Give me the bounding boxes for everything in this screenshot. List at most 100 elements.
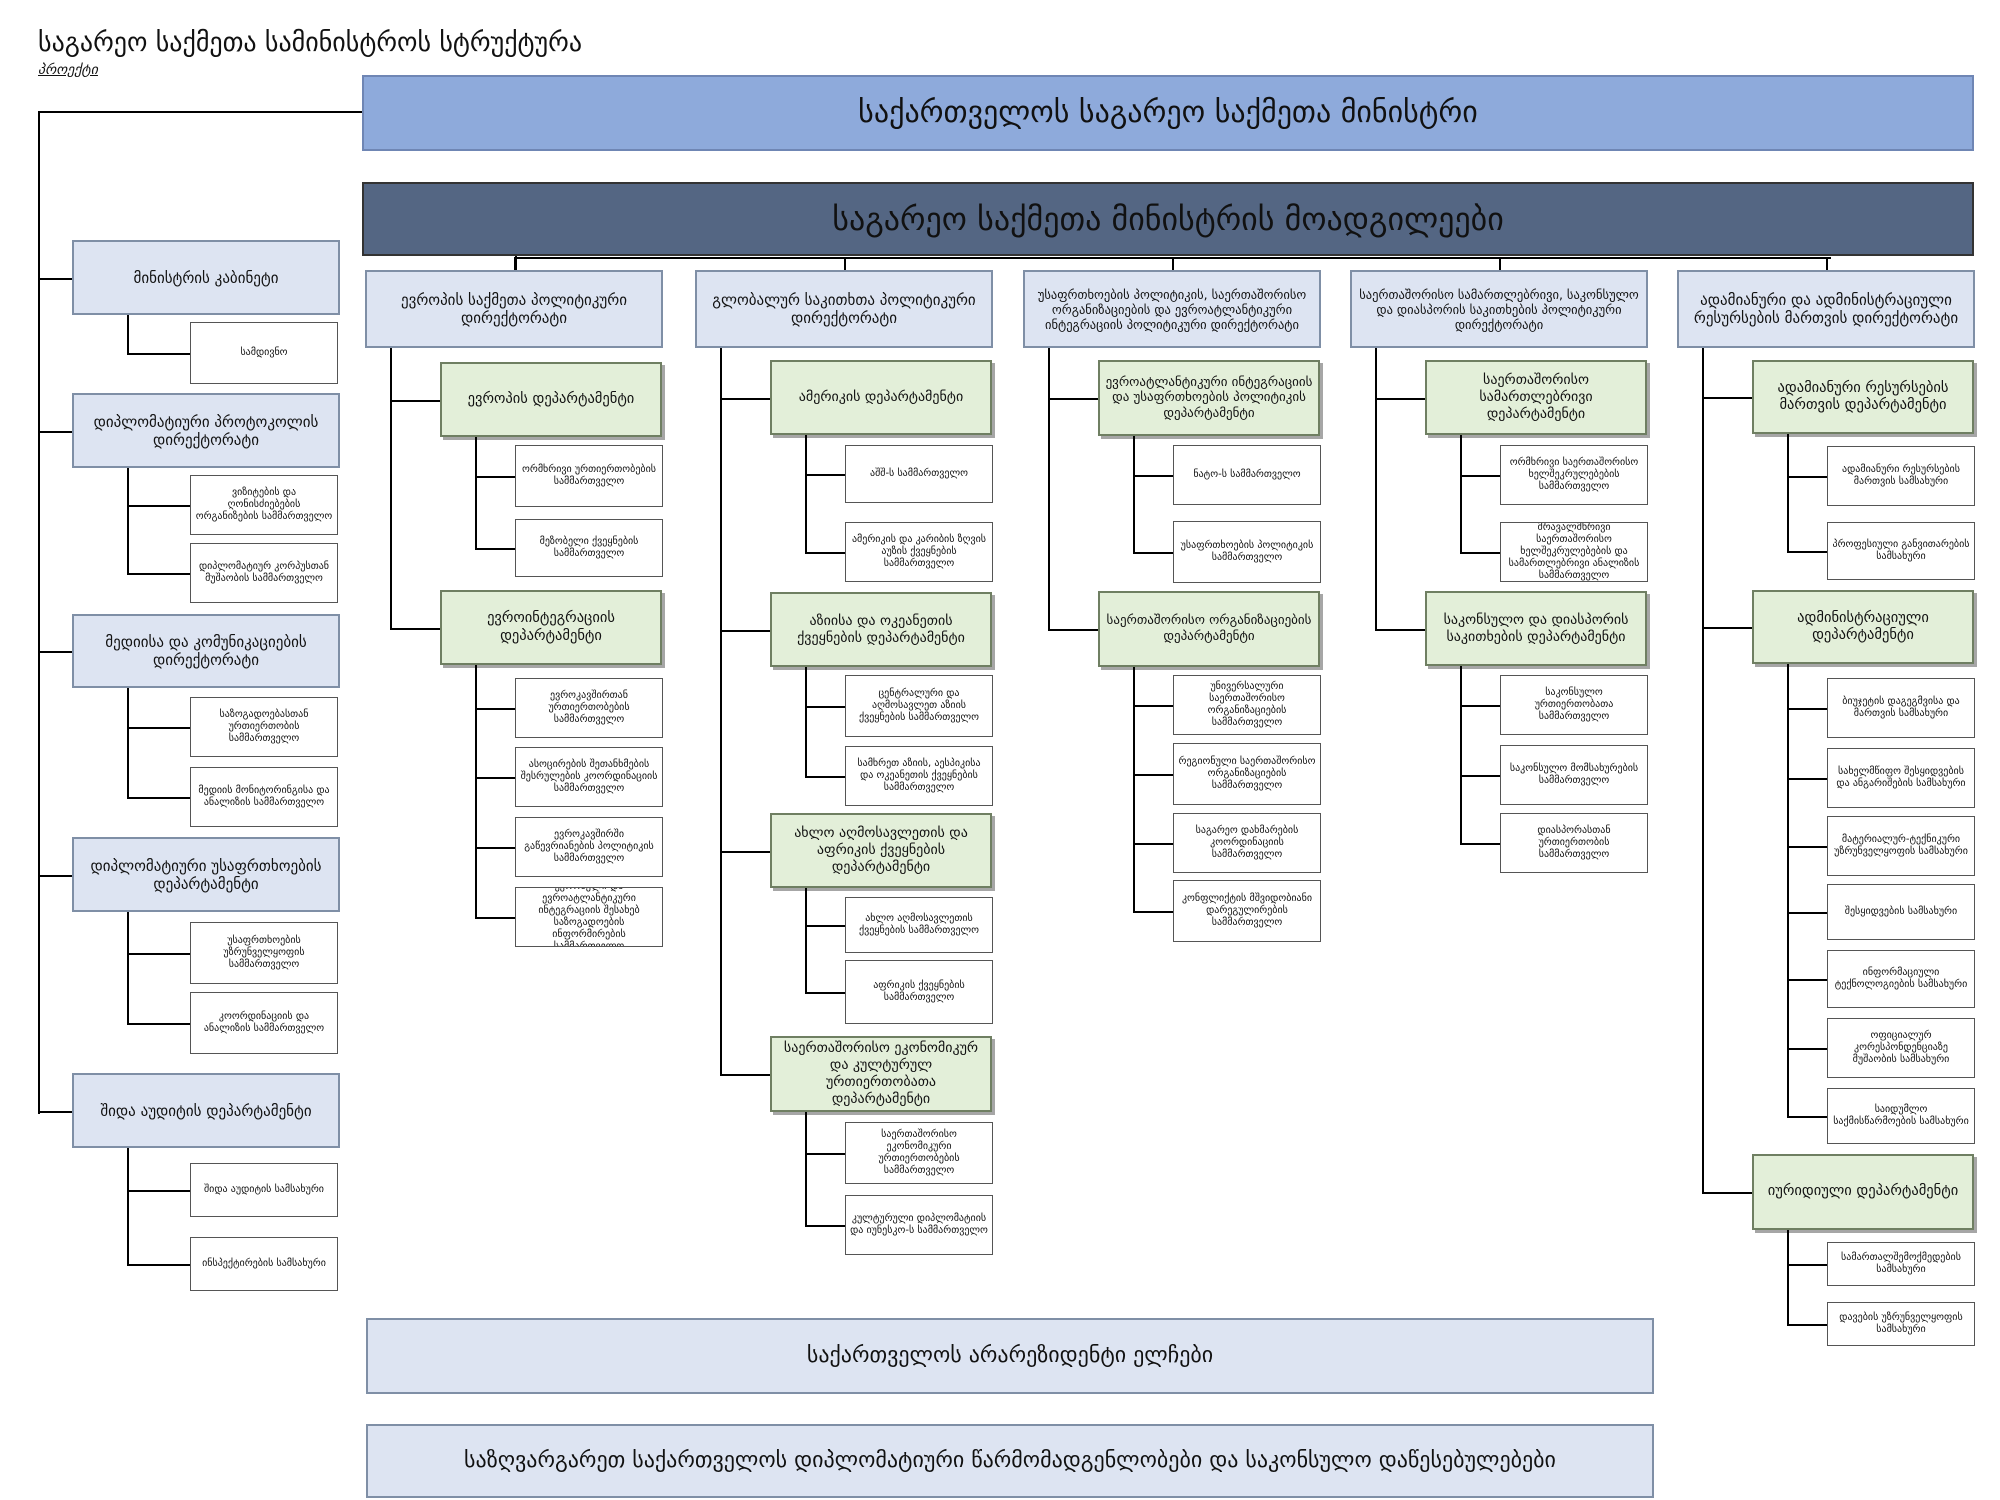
connector-line — [38, 111, 40, 1114]
page-subtitle: პროექტი — [38, 62, 98, 78]
connector-line — [1460, 843, 1500, 845]
connector-line — [390, 627, 440, 630]
connector-line — [1048, 398, 1098, 400]
connector-line — [475, 917, 515, 919]
sub-unit-box: ოფიციალურ კორესპონდენციაზე მუშაობის სამს… — [1827, 1018, 1975, 1078]
connector-line — [1787, 434, 1789, 551]
connector-line — [1172, 257, 1174, 271]
connector-line — [1460, 666, 1462, 843]
sub-unit-box: სამართალშემოქმედების სამსახური — [1827, 1242, 1975, 1286]
connector-line — [38, 430, 72, 433]
diplomatic-missions-box: საზღვარგარეთ საქართველოს დიპლომატიური წა… — [366, 1424, 1654, 1498]
connector-line — [127, 953, 190, 955]
connector-line — [475, 708, 515, 710]
department-box: საკონსულო და დიასპორის საკითხების დეპარტ… — [1425, 591, 1647, 666]
left-protocol-box: დიპლომატიური პროტოკოლის დირექტორატი — [72, 393, 340, 468]
sub-unit-box: მრავალმხრივი საერთაშორისო ხელშეკრულებები… — [1500, 522, 1648, 582]
directorate-box-4: საერთაშორისო სამართლებრივი, საკონსულო და… — [1350, 270, 1648, 348]
connector-line — [1133, 774, 1173, 776]
connector-line — [720, 348, 722, 1074]
connector-line — [1826, 257, 1828, 271]
page-title: საგარეო საქმეთა სამინისტროს სტრუქტურა — [38, 28, 583, 58]
sub-unit-box: სახელმწიფო შესყიდვების და ანგარიშების სა… — [1827, 748, 1975, 808]
connector-line — [720, 629, 770, 632]
connector-line — [514, 257, 516, 271]
connector-line — [475, 437, 477, 548]
connector-line — [38, 111, 362, 113]
connector-line — [1133, 436, 1135, 552]
sub-unit-box: ევროკავშირში გაწევრიანების პოლიტიკის სამ… — [515, 817, 663, 877]
sub-unit-box: საგარეო დახმარების კოორდინაციის სამმართვ… — [1173, 813, 1321, 873]
left-cabinet-sub-box: სამდივნო — [190, 322, 338, 384]
department-box: ევროპის დეპარტამენტი — [440, 362, 662, 437]
sub-unit-box: დავების უზრუნველყოფის სამსახური — [1827, 1302, 1975, 1346]
sub-unit-box: საერთაშორისო ეკონომიკური ურთიერთობების ს… — [845, 1122, 993, 1184]
connector-line — [1787, 664, 1789, 1116]
connector-line — [475, 476, 515, 478]
sub-unit-box: ადამიანური რესურსების მართვის სამსახური — [1827, 446, 1975, 506]
sub-unit-box: ინფორმაციული ტექნოლოგიების სამსახური — [1827, 950, 1975, 1008]
department-box: ევროატლანტიკური ინტეგრაციის და უსაფრთხოე… — [1098, 360, 1320, 436]
connector-line — [1460, 705, 1500, 707]
connector-line — [127, 727, 190, 729]
minister-box: საქართველოს საგარეო საქმეთა მინისტრი — [362, 75, 1974, 151]
connector-line — [127, 1148, 129, 1264]
left-protocol-sub-box: დიპლომატიურ კორპუსთან მუშაობის სამმართვე… — [190, 543, 338, 603]
connector-line — [1787, 708, 1827, 710]
sub-unit-box: კონფლიქტის მშვიდობიანი დარეგულირების სამ… — [1173, 880, 1321, 942]
left-media-sub-box: საზოგადოებასთან ურთიერთობის სამმართველო — [190, 697, 338, 757]
connector-line — [720, 397, 770, 400]
directorate-box-3: უსაფრთხოების პოლიტიკის, საერთაშორისო ორგ… — [1023, 270, 1321, 348]
connector-line — [1133, 843, 1173, 845]
connector-line — [1702, 397, 1752, 399]
connector-line — [805, 706, 845, 708]
sub-unit-box: ორმხრივი ურთიერთობების სამმართველო — [515, 445, 663, 507]
connector-line — [1460, 552, 1500, 554]
connector-line — [720, 1074, 770, 1076]
department-box: აზიისა და ოკეანეთის ქვეყნების დეპარტამენ… — [770, 592, 992, 667]
connector-line — [1375, 348, 1377, 629]
connector-line — [127, 1023, 190, 1025]
connector-line — [475, 665, 477, 917]
connector-line — [1787, 551, 1827, 553]
connector-line — [1375, 397, 1425, 400]
connector-line — [1787, 1230, 1789, 1324]
sub-unit-box: სამხრეთ აზიის, აესპიკისა და ოკეანეთის ქვ… — [845, 746, 993, 806]
connector-line — [38, 651, 72, 653]
connector-line — [1702, 627, 1752, 629]
connector-line — [1460, 435, 1462, 552]
sub-unit-box: კულტურული დიპლომატიის და იუნესკო-ს სამმა… — [845, 1195, 993, 1255]
sub-unit-box: ცენტრალური და აღმოსავლეთ აზიის ქვეყნების… — [845, 675, 993, 737]
connector-line — [1787, 1048, 1827, 1050]
department-box: საერთაშორისო ეკონომიკურ და კულტურულ ურთი… — [770, 1036, 992, 1112]
connector-line — [805, 1112, 807, 1225]
connector-line — [1048, 348, 1050, 629]
department-box: ადმინისტრაციული დეპარტამენტი — [1752, 590, 1974, 664]
connector-line — [475, 847, 515, 849]
department-box: იურიდიული დეპარტამენტი — [1752, 1154, 1974, 1230]
connector-line — [127, 1190, 190, 1192]
connector-line — [127, 315, 129, 353]
connector-line — [805, 552, 845, 554]
connector-line — [805, 992, 845, 994]
connector-line — [805, 925, 845, 927]
connector-line — [1787, 1324, 1827, 1326]
connector-line — [127, 688, 129, 797]
directorate-box-2: გლობალურ საკითხთა პოლიტიკური დირექტორატი — [695, 270, 993, 348]
connector-line — [1133, 475, 1173, 477]
connector-line — [1133, 705, 1173, 707]
connector-line — [1133, 911, 1173, 913]
connector-line — [127, 1264, 190, 1266]
left-protocol-sub-box: ვიზიტების და ღონისძიებების ორგანიზების ს… — [190, 475, 338, 535]
sub-unit-box: უსაფრთხოების პოლიტიკის სამმართველო — [1173, 521, 1321, 583]
connector-line — [475, 777, 515, 779]
left-media-sub-box: მედიის მონიტორინგისა და ანალიზის სამმართ… — [190, 767, 338, 827]
department-box: საერთაშორისო ორგანიზაციების დეპარტამენტი — [1098, 591, 1320, 667]
connector-line — [127, 468, 129, 573]
left-cabinet-box: მინისტრის კაბინეტი — [72, 240, 340, 315]
sub-unit-box: პროფესიული განვითარების სამსახური — [1827, 522, 1975, 580]
connector-line — [1787, 912, 1827, 914]
connector-line — [1133, 667, 1135, 911]
sub-unit-box: დიასპორასთან ურთიერთობის სამმართველო — [1500, 813, 1648, 873]
connector-line — [1787, 476, 1827, 478]
